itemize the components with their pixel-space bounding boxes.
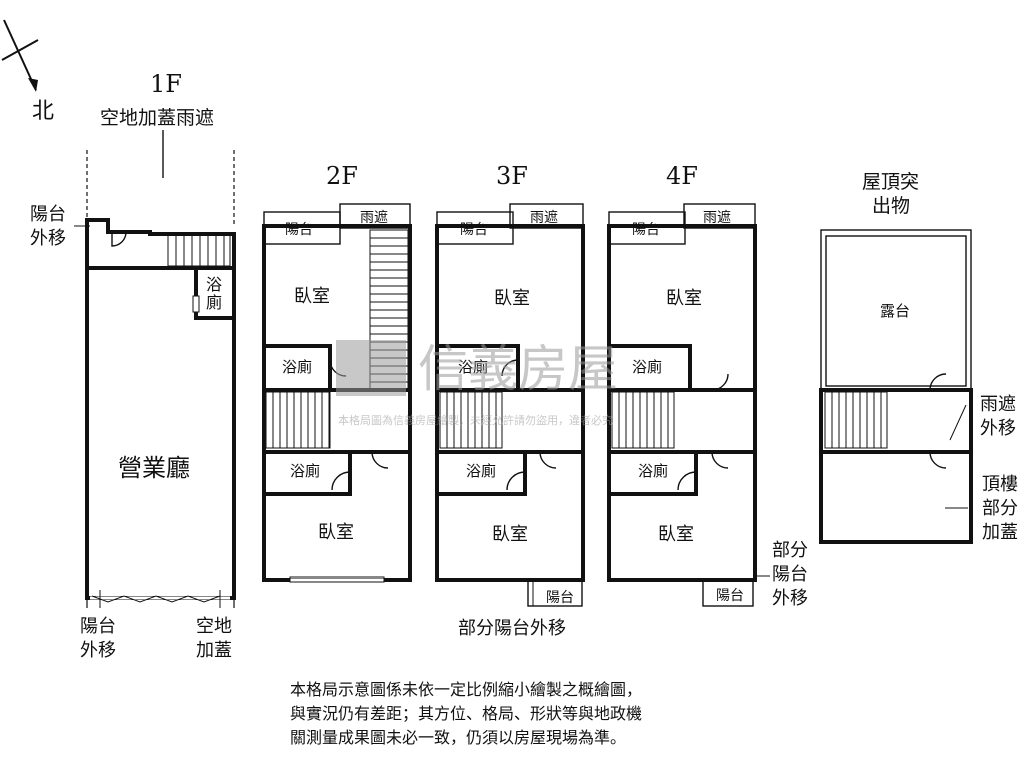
f4-bath-top-label: 浴廁 [632,358,662,376]
f1-bottom-left-label-2: 外移 [80,640,116,661]
disclaimer-line-3: 關測量成果圖未必一致，仍須以房屋現場為準。 [290,728,627,747]
f4-side-note-label-3: 外移 [772,588,808,609]
f2-balcony-label: 陽台 [285,222,313,238]
f1-bottom-right-label-1: 空地 [196,616,232,637]
roof-plan [819,229,973,544]
watermark-notice: 本格局圖為信義房屋繪製，未經允許請勿盜用，違者必究 [338,413,613,427]
f1-balcony-shift-label-1: 陽台 [30,204,66,225]
stair-treads [446,392,497,448]
roof-title-line-2: 出物 [872,195,910,217]
f2-bath-bottom-label: 浴廁 [290,462,320,480]
watermark-logo-icon [336,340,406,396]
f2-bedroom-bottom-label: 臥室 [318,522,354,543]
f4-bedroom-top-label: 臥室 [666,288,702,309]
floor-1f-plan: 1F 空地加蓋雨遮 [85,70,236,608]
floor-3f-title: 3F [496,162,528,190]
f1-balcony-shift-label-2: 外移 [30,228,66,249]
f3-bottom-note-label: 部分陽台外移 [458,618,566,639]
floor-2f-title: 2F [326,162,358,190]
roof-title-line-1: 屋頂突 [862,171,919,193]
f3-bath-top-label: 浴廁 [458,358,488,376]
f4-bottom-balcony-label: 陽台 [716,588,744,604]
watermark: 信義房屋 本格局圖為信義房屋繪製，未經允許請勿盜用，違者必究 [336,340,618,427]
f4-canopy-label: 雨遮 [703,210,731,226]
north-arrow-icon [1,19,39,92]
roof-top-addition-label-1: 頂樓 [982,474,1018,495]
f1-hall-label: 營業廳 [118,454,190,482]
roof-top-addition-label-2: 部分 [982,498,1018,519]
f4-bath-bottom-label: 浴廁 [638,462,668,480]
f1-bottom-right-label-2: 加蓋 [196,640,232,661]
stair-treads [618,392,669,448]
f3-bedroom-bottom-label: 臥室 [492,524,528,545]
f3-canopy-label: 雨遮 [530,210,558,226]
f2-canopy-label: 雨遮 [360,210,388,226]
f3-balcony-label: 陽台 [460,222,488,238]
f1-bottom-left-label-1: 陽台 [80,616,116,637]
f3-bath-bottom-label: 浴廁 [466,462,496,480]
f4-side-note-label-2: 陽台 [772,564,808,585]
disclaimer-note: 本格局示意圖係未依一定比例縮小繪製之概繪圖， 與實況仍有差距；其方位、格局、形狀… [290,678,770,750]
f4-bedroom-bottom-label: 臥室 [658,524,694,545]
floor-4f-title: 4F [666,162,698,190]
roof-terrace-label: 露台 [880,302,910,320]
roof-top-addition-label-3: 加蓋 [982,522,1018,543]
stair-treads [272,392,330,448]
f1-bath-label-2: 廁 [206,293,222,312]
roof-canopy-shift-label-2: 外移 [980,418,1016,439]
f2-bath-top-label: 浴廁 [282,358,312,376]
stair-treads [831,392,882,448]
floor-3f-plan [435,203,585,607]
disclaimer-line-1: 本格局示意圖係未依一定比例縮小繪製之概繪圖， [290,680,643,699]
floor-4f-plan [607,203,770,607]
f4-balcony-label: 陽台 [632,222,660,238]
floor-1f-subtitle: 空地加蓋雨遮 [100,107,214,129]
disclaimer-line-2: 與實況仍有差距；其方位、格局、形狀等與地政機 [290,704,643,723]
roof-canopy-shift-label-1: 雨遮 [980,394,1016,415]
floor-1f-title: 1F [150,70,182,98]
f3-bottom-balcony-label: 陽台 [546,590,574,606]
f3-bedroom-top-label: 臥室 [494,288,530,309]
f1-bath-label-1: 浴 [206,275,222,294]
north-label: 北 [32,99,54,124]
f2-bedroom-top-label: 臥室 [294,286,330,307]
f4-side-note-label-1: 部分 [772,540,808,561]
watermark-brand: 信義房屋 [418,340,618,398]
